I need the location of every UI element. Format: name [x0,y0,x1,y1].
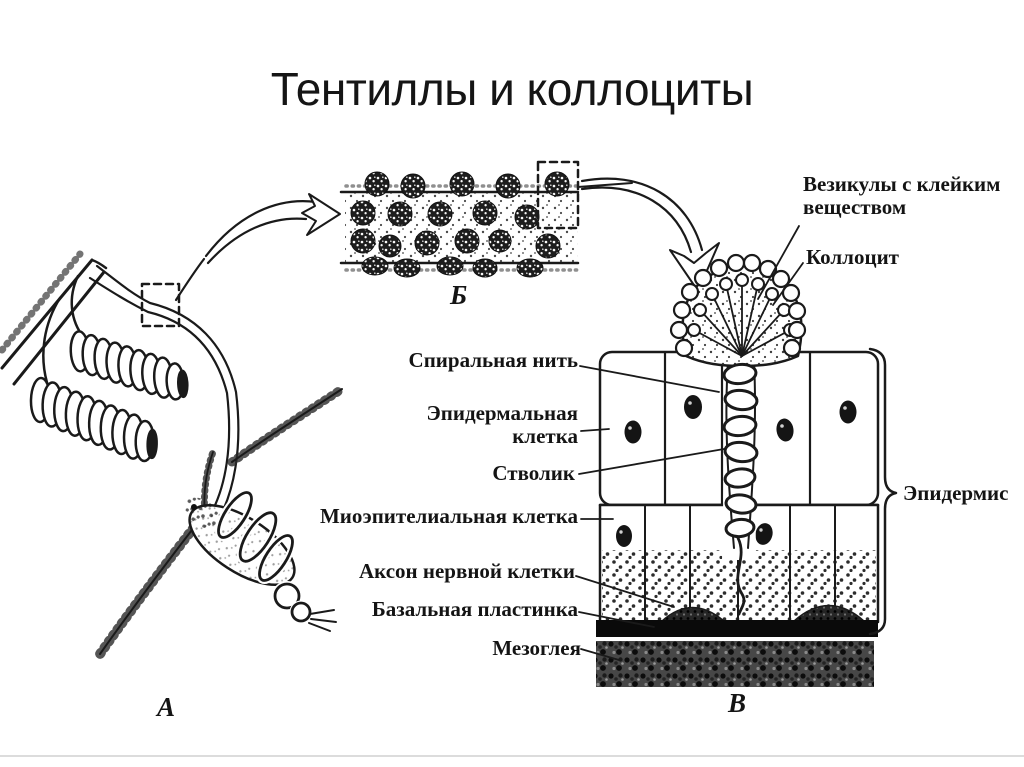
colloblast-cell [669,253,807,616]
label-basal-lamina: Базальная пластинка [371,597,578,621]
leader-basal-lamina [578,611,655,628]
inset-box-b [536,160,580,230]
tentilla-coil-1 [69,330,189,401]
leader-collocyte [772,262,804,306]
magnify-arrow-b-to-v [580,177,720,292]
leader-stalk [578,448,725,475]
part-b-strip [339,160,633,278]
label-axon: Аксон нервной клетки [358,559,575,583]
leader-mesoglea [580,648,620,661]
colloblast-rays [693,279,791,357]
label-epidermal-cell: Эпидермальная клетка [426,401,578,449]
label-spiral-thread: Спиральная нить [408,348,578,372]
tentilla-coil-2 [29,376,158,463]
leader-vesicles [757,225,800,300]
label-vesicles: Везикулы с клейким веществом [803,172,1001,220]
part-a-tentacle [0,250,347,659]
cell-nuclei [616,395,857,547]
label-myoepithelial-cell: Миоэпителиальная клетка [319,504,578,528]
leader-spiral-thread [579,365,720,393]
part-v-epidermis [596,253,898,687]
mesoglea-band [596,641,874,687]
prey-copepod [95,384,347,659]
label-stalk: Стволик [492,461,575,485]
strip-surface [339,182,633,272]
leader-epidermal-cell [580,428,610,432]
label-epidermis: Эпидермис [903,481,1009,505]
slide-bottom-edge [0,755,1024,757]
part-letter-a: А [157,692,176,722]
spiral-thread-loops [722,362,759,539]
thread-tail [736,536,746,616]
label-collocyte: Коллоцит [806,245,899,269]
inset-box-a [140,282,181,328]
axon-terminals [661,604,865,622]
basal-lamina-band [596,620,878,637]
part-letter-b: Б [450,280,468,310]
magnify-arrow-a-to-b [204,193,341,265]
slide-title: Тентиллы и коллоциты [270,63,754,115]
leader-axon [575,575,675,608]
leader-lines [575,225,804,661]
colloblast-balls [350,171,570,278]
rim-vesicles [669,253,807,358]
epidermis-brace [868,347,898,636]
label-mesoglea: Мезоглея [492,636,581,660]
inner-vesicles [687,273,797,337]
part-letter-v: В [728,688,747,718]
